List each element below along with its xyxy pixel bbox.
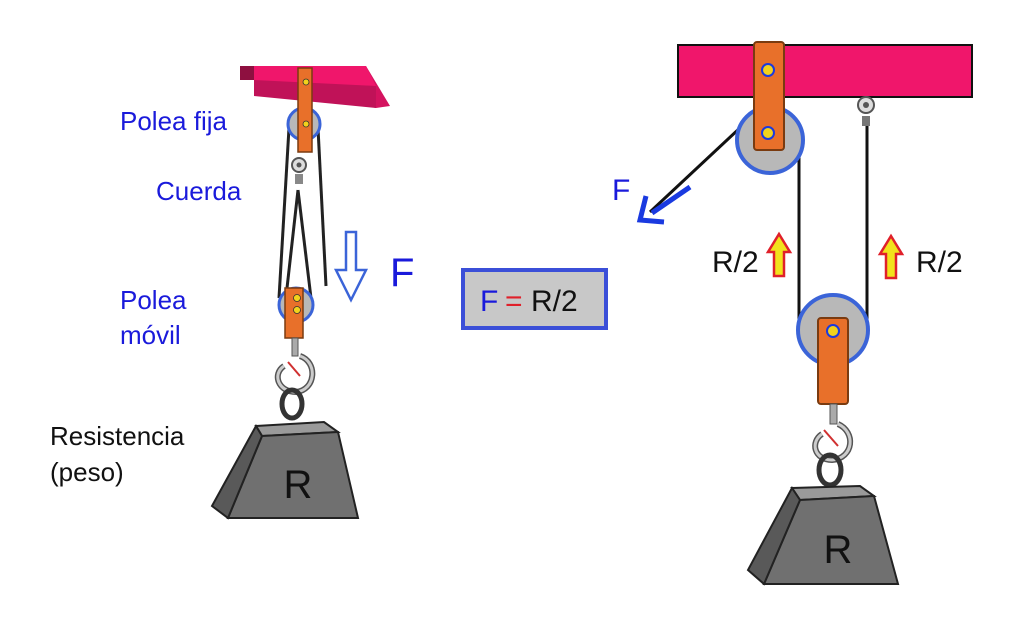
label-resistance-line2: (peso) — [50, 457, 124, 487]
right-tension-arrow-left — [765, 231, 793, 278]
left-hook — [274, 337, 316, 421]
right-tension-arrow-right — [877, 233, 905, 280]
formula-box: F = R/2 — [461, 268, 608, 330]
left-rope — [277, 127, 328, 299]
right-ceiling-beam — [677, 44, 973, 98]
right-force-label: F — [612, 174, 630, 207]
right-fixed-pulley — [735, 41, 805, 175]
right-anchor-hook — [857, 96, 875, 126]
formula-rhs: R/2 — [531, 285, 578, 318]
left-force-label: F — [390, 251, 414, 295]
left-ceiling-beam — [240, 66, 390, 108]
label-rope: Cuerda — [156, 176, 242, 206]
left-force-arrow — [333, 230, 369, 303]
left-mobile-pulley — [277, 286, 315, 339]
left-anchor-hook — [291, 157, 307, 184]
formula-equals: = — [505, 285, 523, 318]
right-mobile-pulley — [796, 293, 870, 405]
right-weight: R — [746, 484, 900, 586]
left-assembly: R F Polea fija Cuerda Polea móvil Resist… — [50, 66, 414, 520]
right-weight-label: R — [824, 528, 853, 572]
right-rope — [648, 120, 869, 330]
right-tension-right-label: R/2 — [916, 246, 963, 279]
right-hook — [812, 403, 854, 488]
right-force-arrow — [636, 184, 692, 225]
label-resistance-line1: Resistencia — [50, 421, 185, 451]
right-assembly: F R/2 R/2 — [612, 41, 973, 586]
right-tension-left-label: R/2 — [712, 246, 759, 279]
left-weight: R — [210, 420, 360, 520]
label-mobile-pulley-line1: Polea — [120, 285, 187, 315]
left-fixed-pulley — [286, 67, 322, 153]
left-weight-label: R — [284, 463, 313, 507]
label-fixed-pulley: Polea fija — [120, 106, 227, 136]
formula-f: F — [480, 285, 498, 318]
label-mobile-pulley-line2: móvil — [120, 320, 181, 350]
